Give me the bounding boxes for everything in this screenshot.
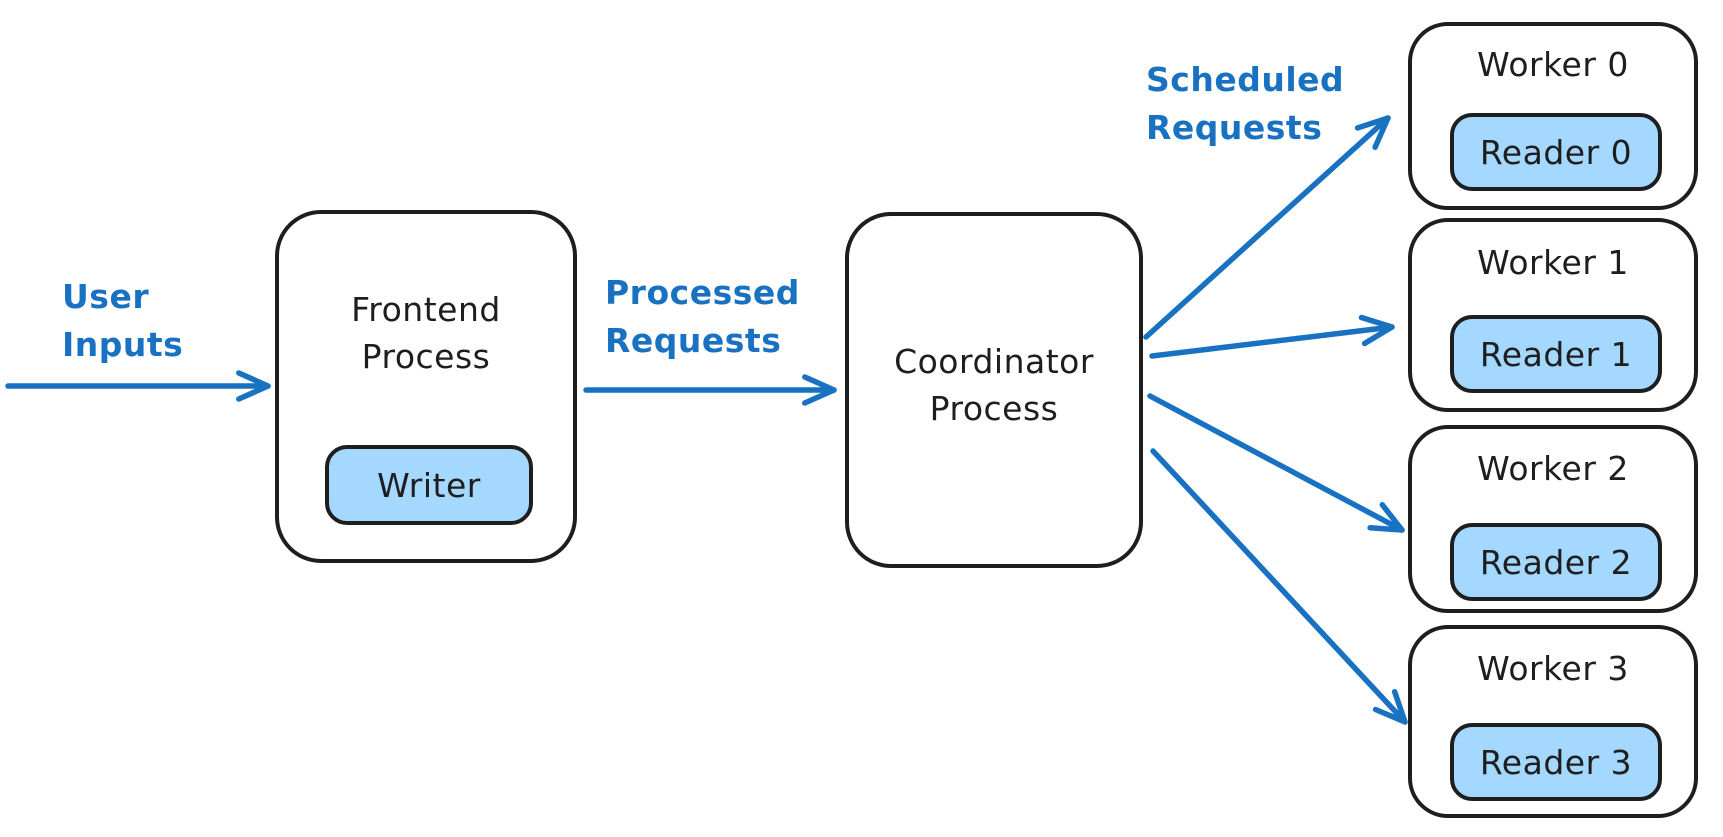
reader-label-2: Reader 2 xyxy=(1479,542,1633,582)
worker-node-3: Worker 3 Reader 3 xyxy=(1408,625,1698,818)
coordinator-process-title: Coordinator Process xyxy=(894,342,1094,428)
reader-node-1: Reader 1 xyxy=(1450,315,1662,393)
reader-node-2: Reader 2 xyxy=(1450,523,1662,601)
worker-node-2: Worker 2 Reader 2 xyxy=(1408,425,1698,613)
writer-label: Writer xyxy=(377,465,481,505)
worker-title-0: Worker 0 xyxy=(1477,45,1629,84)
frontend-process-title: Frontend Process xyxy=(351,290,501,376)
worker-node-0: Worker 0 Reader 0 xyxy=(1408,22,1698,210)
reader-node-0: Reader 0 xyxy=(1450,113,1662,191)
scheduled-arrow-worker-1 xyxy=(1149,314,1395,359)
worker-title-3: Worker 3 xyxy=(1477,649,1629,688)
user-inputs-label: User Inputs xyxy=(62,277,184,364)
scheduled-requests-label: Scheduled Requests xyxy=(1146,60,1345,147)
reader-label-1: Reader 1 xyxy=(1479,334,1633,374)
coordinator-process-node: Coordinator Process xyxy=(845,212,1143,568)
worker-title-2: Worker 2 xyxy=(1477,449,1629,488)
reader-label-3: Reader 3 xyxy=(1479,742,1633,782)
scheduled-arrow-worker-3 xyxy=(1150,448,1408,725)
frontend-process-node: Frontend Process Writer xyxy=(275,210,577,563)
user-inputs-arrow xyxy=(5,370,271,402)
writer-node: Writer xyxy=(325,445,533,525)
processed-requests-label: Processed Requests xyxy=(605,273,800,360)
reader-label-0: Reader 0 xyxy=(1479,132,1633,172)
worker-node-1: Worker 1 Reader 1 xyxy=(1408,218,1698,412)
reader-node-3: Reader 3 xyxy=(1450,723,1662,801)
worker-title-1: Worker 1 xyxy=(1477,243,1629,282)
processed-requests-arrow xyxy=(583,374,837,406)
scheduled-arrow-worker-2 xyxy=(1147,393,1405,533)
